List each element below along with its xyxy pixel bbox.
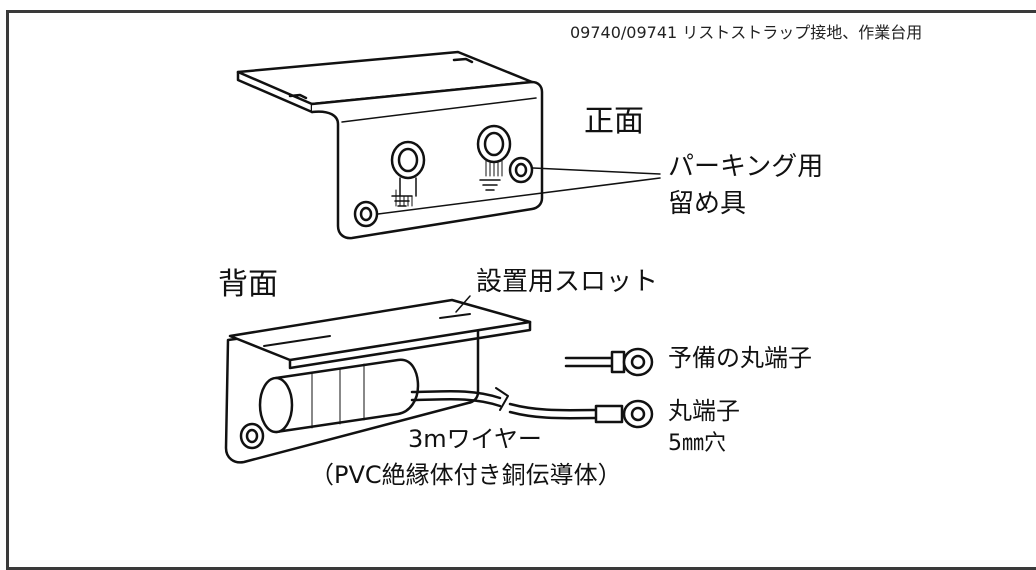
wire [410,387,598,420]
parking-stud-left [353,200,379,228]
wire-label-line2: （PVC絶縁体付き銅伝導体） [310,461,622,489]
front-view-label: 正面 [584,104,644,139]
bracket-illustration [224,50,661,464]
wire-label-line1: 3mワイヤー [408,425,542,453]
mounting-slot-label: 設置用スロット [476,267,659,297]
front-jack-right [476,124,512,191]
document-header: 09740/09741 リストストラップ接地、作業台用 [570,23,923,42]
back-view-label: 背面 [218,267,278,302]
parking-stud-right [508,156,534,184]
front-jack-left [390,140,426,207]
spare-ring-terminal [564,347,654,377]
ring-terminal [594,399,654,429]
back-mount-hole [239,422,265,450]
back-bracket [224,295,598,464]
parking-stud-label-line1: パーキング用 [668,152,824,182]
front-bracket [236,50,661,240]
resistor-cylinder [258,358,420,434]
spare-ring-terminal-label: 予備の丸端子 [668,344,812,372]
ring-terminal-label-line1: 丸端子 [668,397,740,425]
ring-terminal-label-line2: 5㎜穴 [668,431,726,456]
parking-stud-label-line2: 留め具 [668,189,747,219]
